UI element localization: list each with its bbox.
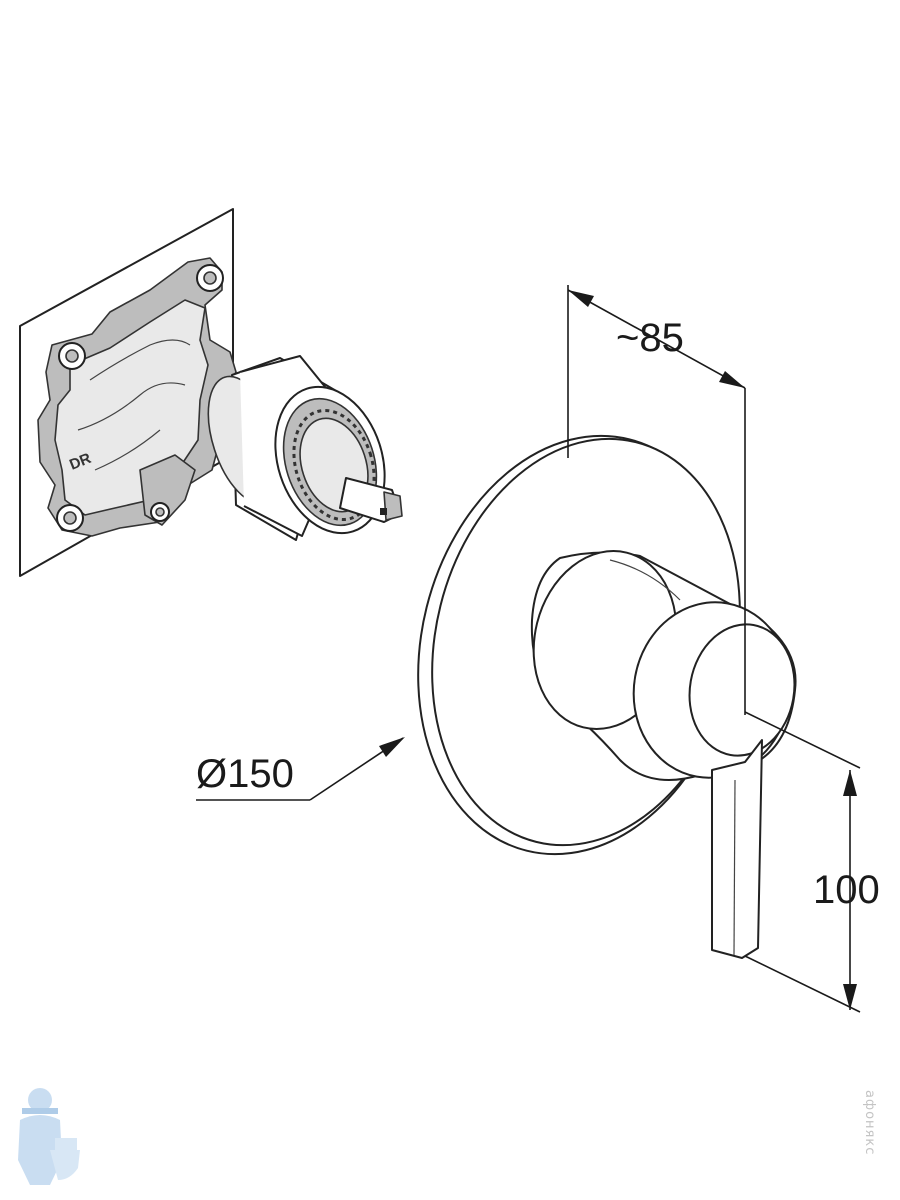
watermark-text: афонякс — [862, 1090, 877, 1156]
diameter-dimension — [196, 737, 405, 801]
screw-boss — [56, 504, 84, 532]
plumber-with-toilet-icon — [18, 1088, 80, 1185]
cartridge — [207, 355, 403, 541]
rough-in-valve-body: DR — [19, 208, 403, 577]
body-detail — [89, 339, 191, 381]
body-detail — [94, 429, 161, 471]
embossed-mark: DR — [67, 450, 94, 474]
handle-height-label: 100 — [813, 868, 880, 912]
screw-boss — [58, 342, 86, 370]
height-dimension — [744, 711, 861, 1013]
screw-boss — [196, 264, 224, 292]
spindle-square — [380, 508, 387, 515]
diameter-label: Ø150 — [196, 752, 294, 796]
depth-dimension — [567, 285, 746, 715]
depth-label: ~85 — [616, 316, 684, 360]
lever-edge — [733, 779, 736, 956]
body-detail — [77, 382, 186, 431]
lever — [711, 739, 763, 959]
handle-seam — [609, 559, 681, 601]
screw-boss — [150, 502, 170, 522]
trim-assembly — [417, 434, 797, 959]
